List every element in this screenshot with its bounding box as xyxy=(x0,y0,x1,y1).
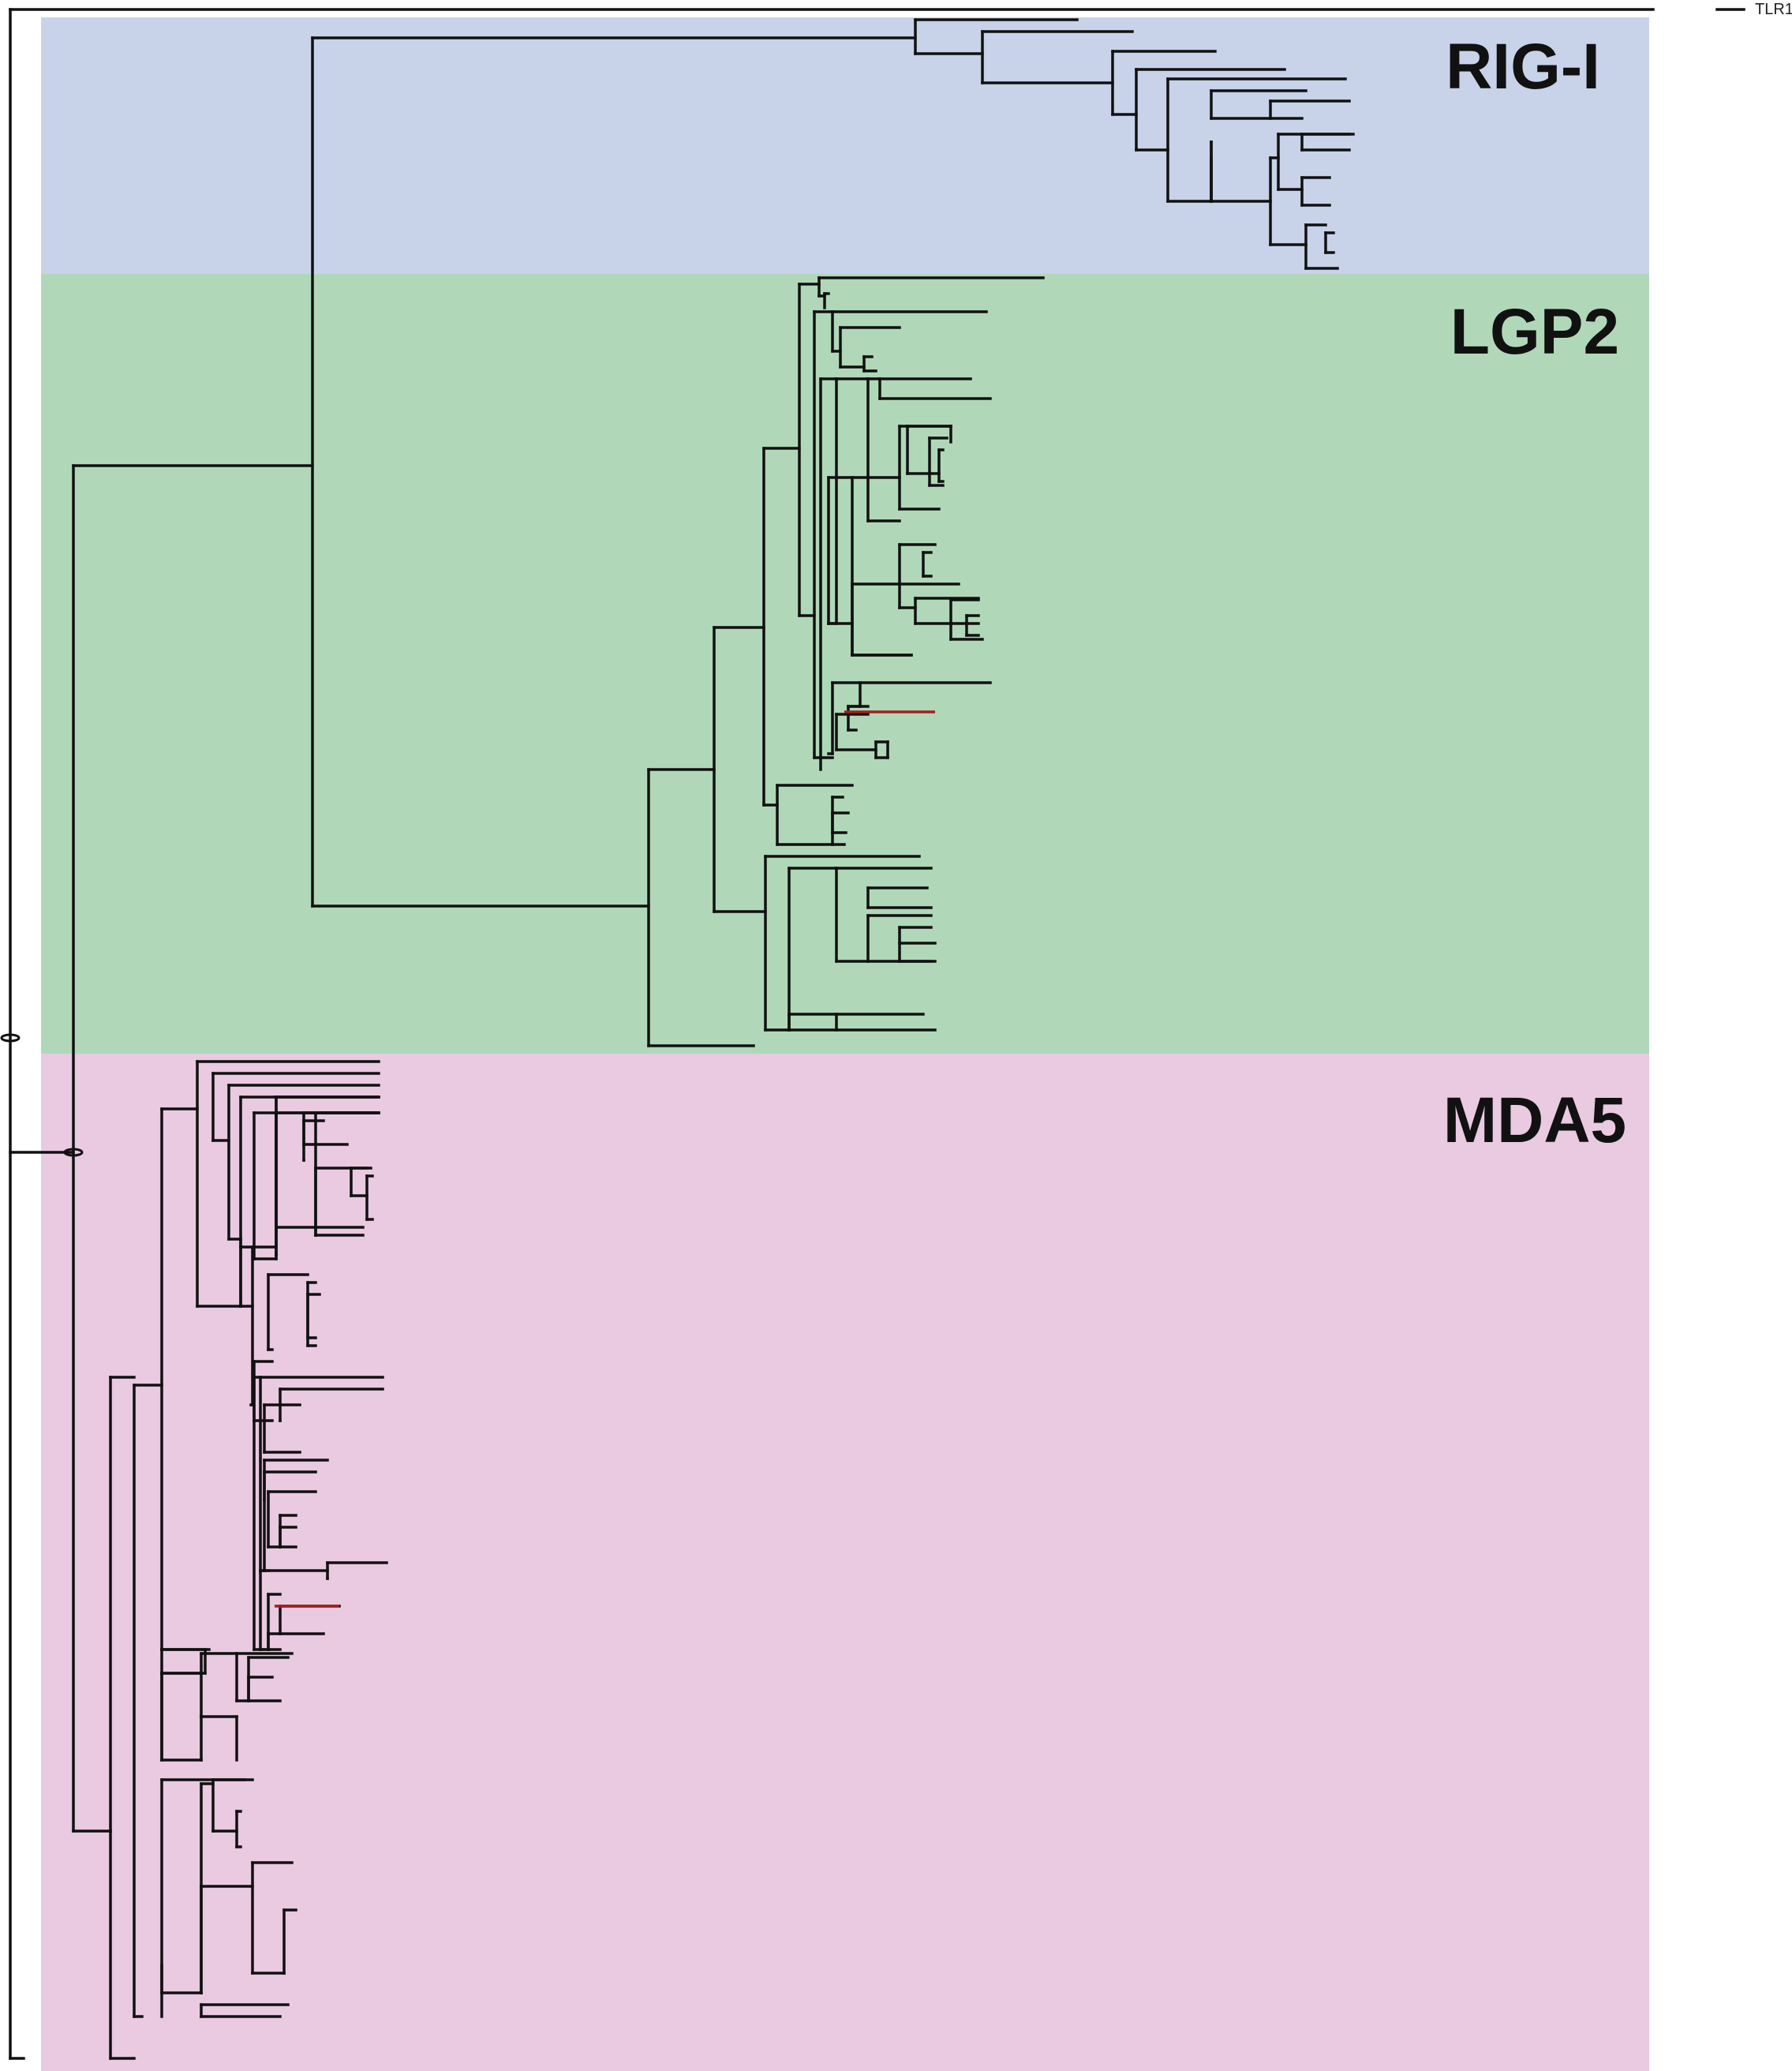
clade-band-mda5 xyxy=(41,1054,1649,2071)
clade-label-mda5: MDA5 xyxy=(1443,1084,1626,1156)
clade-label-rig-i: RIG-I xyxy=(1446,31,1600,103)
internal-node-marker xyxy=(63,1148,84,1157)
clade-band-lgp2 xyxy=(41,274,1649,1054)
root-node-marker xyxy=(0,1033,21,1043)
tree-branches xyxy=(9,8,1745,2060)
clade-label-lgp2: LGP2 xyxy=(1450,296,1619,368)
clade-band-rig-i xyxy=(41,17,1649,274)
highlighted-branches xyxy=(275,710,935,1608)
leaf-label-tlr1: TLR1 xyxy=(1755,1,1792,18)
